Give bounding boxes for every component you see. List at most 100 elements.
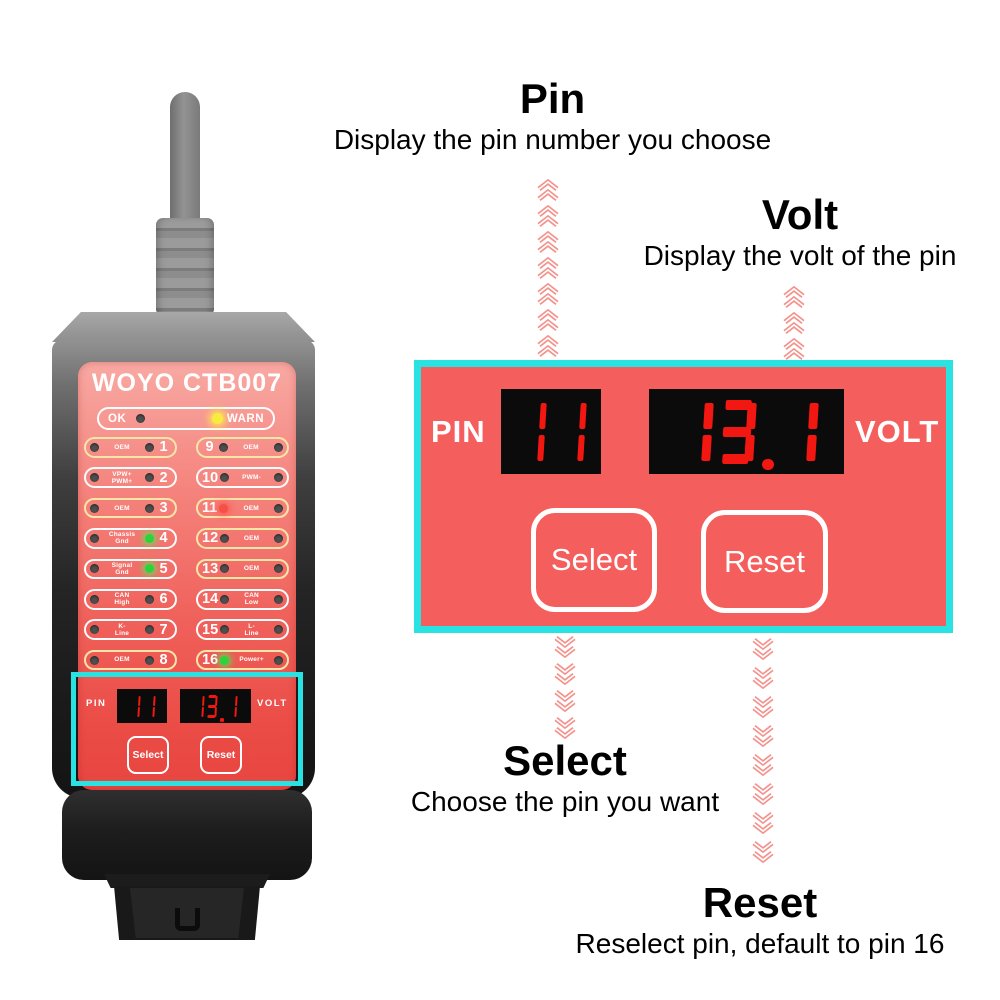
pin-led xyxy=(274,625,283,635)
up-chevron-icon xyxy=(783,338,805,360)
pin-description: Display the pin number you choose xyxy=(333,124,772,156)
pin-label: CAN High xyxy=(114,592,130,607)
reset-description: Reselect pin, default to pin 16 xyxy=(575,928,945,960)
pin-row-5: Signal Gnd 5 xyxy=(84,558,177,580)
pin-number: 12 xyxy=(202,530,219,547)
device-volt-display xyxy=(180,689,251,723)
pin-label: K- Line xyxy=(114,622,130,637)
down-chevron-icon xyxy=(554,663,576,685)
zoomed-display-panel: PIN VOLT Select Reset xyxy=(414,360,953,633)
arrow-column-volt xyxy=(782,286,806,360)
volt-description: Display the volt of the pin xyxy=(643,240,957,272)
zoom-select-button[interactable]: Select xyxy=(531,508,657,612)
connector-notch xyxy=(175,908,200,931)
segment-decimal-point xyxy=(762,458,774,471)
pin-led xyxy=(90,503,99,513)
pin-led xyxy=(274,594,283,604)
pin-number: 9 xyxy=(205,439,214,456)
device-reset-button[interactable]: Reset xyxy=(200,736,242,774)
zoom-volt-display xyxy=(649,389,844,474)
volt-title: Volt xyxy=(761,191,839,238)
pin-led xyxy=(145,442,154,452)
arrow-column-select xyxy=(553,636,577,739)
pin-label: CAN Low xyxy=(244,592,259,607)
pin-led xyxy=(220,473,230,483)
pin-number: 5 xyxy=(159,560,168,577)
seven-segment-digit xyxy=(516,400,547,464)
pin-row-6: CAN High 6 xyxy=(84,588,177,610)
select-description: Choose the pin you want xyxy=(410,786,720,818)
pin-number: 3 xyxy=(159,500,168,517)
up-chevron-icon xyxy=(537,257,559,279)
up-chevron-icon xyxy=(537,231,559,253)
pin-row-4: Chassis Gnd 4 xyxy=(84,528,177,549)
pin-led xyxy=(145,473,154,483)
annotation-reset: Reset Reselect pin, default to pin 16 xyxy=(555,879,965,960)
pin-number: 6 xyxy=(159,591,168,608)
pin-number: 16 xyxy=(202,652,219,669)
pin-label: OEM xyxy=(114,656,130,664)
down-chevron-icon xyxy=(752,841,774,863)
annotation-volt: Volt Display the volt of the pin xyxy=(600,191,1000,272)
pin-led xyxy=(90,594,99,604)
pin-label: PWM- xyxy=(242,474,261,482)
pin-label: VPW+ PWM+ xyxy=(111,470,133,485)
pin-led xyxy=(90,625,99,635)
pin-led xyxy=(90,473,99,483)
pin-label: OEM xyxy=(243,565,260,573)
up-chevron-icon xyxy=(537,179,559,201)
pin-led xyxy=(220,564,230,574)
pin-number: 4 xyxy=(159,530,168,547)
down-chevron-icon xyxy=(752,667,774,689)
seven-segment-digit xyxy=(717,399,758,464)
pin-led xyxy=(274,564,283,574)
pin-label: OEM xyxy=(243,443,259,451)
pin-led xyxy=(220,533,230,543)
device-volt-label: VOLT xyxy=(257,698,288,709)
pin-led xyxy=(145,625,154,635)
pin-led xyxy=(90,655,99,665)
pin-led xyxy=(220,655,230,665)
zoom-reset-button[interactable]: Reset xyxy=(701,510,828,613)
pin-led xyxy=(219,503,229,513)
obd-cable xyxy=(170,92,200,232)
arrow-column-reset xyxy=(751,638,775,863)
cable-strain-relief xyxy=(156,218,214,316)
pin-led xyxy=(90,442,99,452)
pin-label: Chassis Gnd xyxy=(108,531,136,546)
pin-led xyxy=(145,503,154,513)
seven-segment-digit xyxy=(556,400,587,464)
down-chevron-icon xyxy=(752,783,774,805)
pin-led xyxy=(220,625,230,635)
pin-led xyxy=(274,533,283,543)
up-chevron-icon xyxy=(537,205,559,227)
pin-number: 15 xyxy=(202,621,219,638)
seven-segment-digit xyxy=(674,400,715,464)
device-top-bevel xyxy=(52,312,315,342)
down-chevron-icon xyxy=(554,717,576,739)
brand-label: WOYO CTB007 xyxy=(91,369,283,397)
annotation-select: Select Choose the pin you want xyxy=(360,737,770,818)
connector-flange xyxy=(104,874,270,888)
up-chevron-icon xyxy=(537,335,559,357)
pin-led xyxy=(274,442,283,452)
down-chevron-icon xyxy=(554,690,576,712)
pin-label: Signal Gnd xyxy=(111,561,133,576)
pin-label: L- Line xyxy=(244,622,259,637)
up-chevron-icon xyxy=(783,286,805,308)
segment-decimal-point xyxy=(220,718,224,722)
pin-number: 2 xyxy=(159,469,168,486)
device-select-button[interactable]: Select xyxy=(127,736,169,774)
